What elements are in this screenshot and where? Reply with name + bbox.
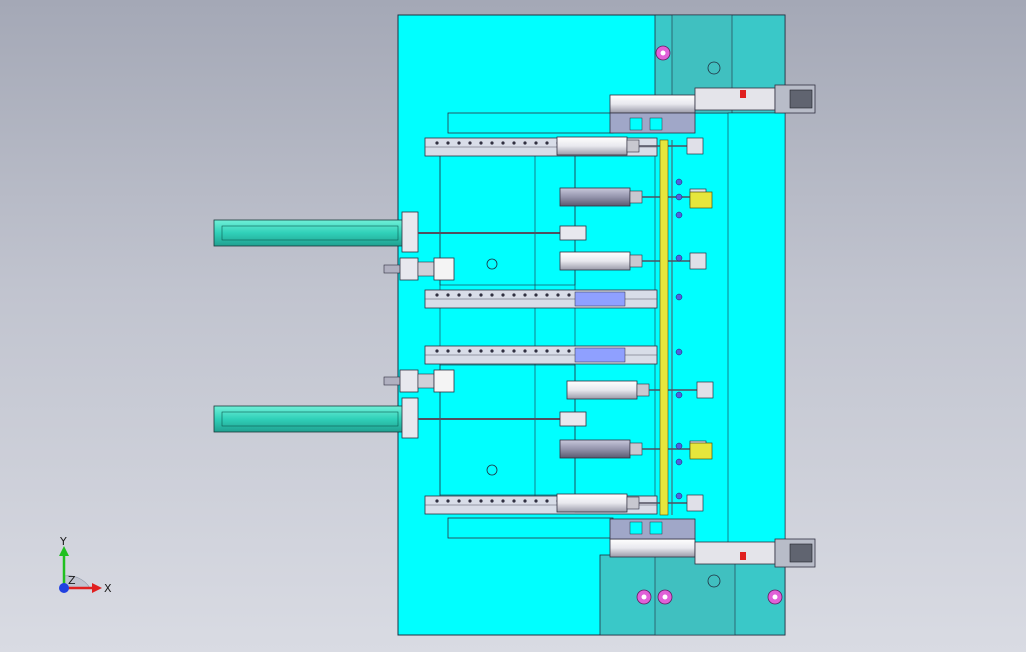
rail-bolt: [534, 293, 538, 297]
rail-bolt: [556, 349, 560, 353]
sensor-dot: [675, 178, 683, 186]
rail-bolt: [534, 349, 538, 353]
sensor-dot: [675, 211, 683, 219]
rail-bolt: [468, 141, 472, 145]
small-actuator-upper: [383, 257, 455, 281]
rail-bolt: [545, 293, 549, 297]
clamp-cylinder: [556, 136, 704, 156]
coordinate-triad: Y X Z: [59, 535, 112, 595]
rail-bolt: [446, 293, 450, 297]
side-cylinder-lower: [213, 397, 587, 439]
rail-bolt: [534, 499, 538, 503]
rail-bolt: [490, 349, 494, 353]
rail-bolt: [501, 293, 505, 297]
rail-bolt: [457, 499, 461, 503]
clamp-cylinder: [559, 251, 707, 271]
rail-bolt: [479, 349, 483, 353]
rail-bolt: [446, 349, 450, 353]
rail-bolt: [512, 499, 516, 503]
z-axis-label: Z: [68, 574, 76, 587]
rail-bolt: [435, 499, 439, 503]
rail-bolt: [457, 141, 461, 145]
slotted-rail: [424, 345, 658, 365]
locator-pins: [636, 45, 783, 605]
clamp-cylinders: [556, 136, 714, 513]
sensor-dot: [675, 492, 683, 500]
rail-bolt: [523, 349, 527, 353]
sensor-dot: [675, 348, 683, 356]
z-axis-dot: [59, 583, 69, 593]
slotted-rail: [424, 289, 658, 309]
rail-bolt: [457, 293, 461, 297]
rail-bolt: [446, 499, 450, 503]
sensor-dot: [675, 458, 683, 466]
rail-bolt: [479, 141, 483, 145]
rail-bolt: [501, 141, 505, 145]
rail-bolt: [468, 349, 472, 353]
y-axis-label: Y: [59, 535, 67, 548]
rail-bolt: [534, 141, 538, 145]
rail-bolt: [479, 499, 483, 503]
rail-bolt: [435, 349, 439, 353]
rail-bolt: [512, 349, 516, 353]
sensor-dot: [675, 442, 683, 450]
rail-bolt: [512, 293, 516, 297]
bottom-gripper-assembly: [609, 518, 816, 568]
rail-bolt: [468, 293, 472, 297]
side-cylinder-upper: [213, 211, 587, 253]
sensor-dot: [675, 293, 683, 301]
rail-bolt: [457, 349, 461, 353]
rail-bolt: [435, 293, 439, 297]
rail-bolt: [479, 293, 483, 297]
yellow-sensor-blocks: [689, 191, 713, 460]
small-actuator-lower: [383, 369, 455, 393]
rail-bolt: [545, 349, 549, 353]
rail-bolt: [545, 499, 549, 503]
rail-bolt: [523, 499, 527, 503]
sensor-dot: [675, 193, 683, 201]
rail-bolt: [556, 293, 560, 297]
rail-bolt: [501, 499, 505, 503]
rail-bolt: [446, 141, 450, 145]
rail-bolt: [501, 349, 505, 353]
rail-bolt: [523, 293, 527, 297]
rail-bolt: [490, 293, 494, 297]
rail-bolt: [545, 141, 549, 145]
top-gripper-assembly: [609, 84, 816, 134]
rail-bolt: [567, 293, 571, 297]
rail-bolt: [512, 141, 516, 145]
linkage-bar: [659, 139, 673, 516]
rail-bolt: [490, 499, 494, 503]
sensor-dots: [675, 178, 683, 500]
plate-holes: [486, 61, 721, 588]
rail-bolt: [468, 499, 472, 503]
sensor-dot: [675, 391, 683, 399]
sensor-dot: [675, 254, 683, 262]
rail-bolt: [567, 349, 571, 353]
rail-bolt: [490, 141, 494, 145]
x-axis-label: X: [104, 582, 112, 595]
clamp-cylinder: [566, 380, 714, 400]
rail-bolt: [435, 141, 439, 145]
rail-bolt: [523, 141, 527, 145]
